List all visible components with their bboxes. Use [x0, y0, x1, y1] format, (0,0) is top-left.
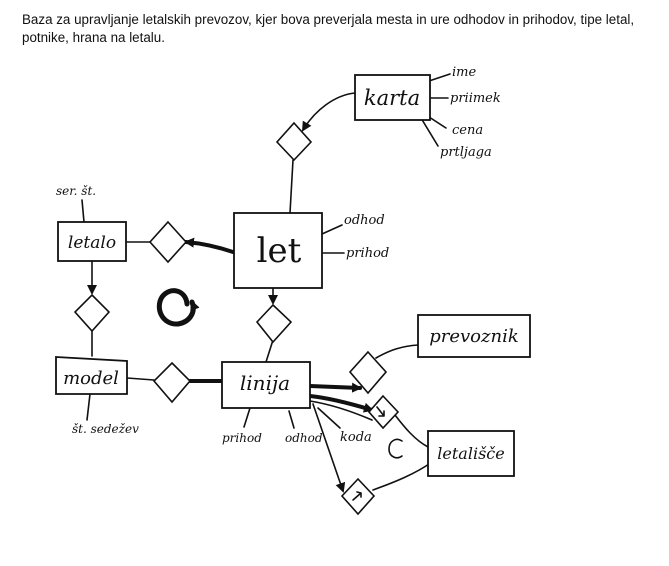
entity-letalisce-box	[427, 430, 515, 477]
let-odhod-line	[321, 224, 343, 235]
linija-letalisce-arrow-1	[308, 394, 374, 413]
relation-let-letalo	[148, 220, 188, 264]
attr-linija-koda: koda	[340, 430, 372, 445]
small-arrow-mark	[376, 406, 385, 417]
linija-odhod-line	[288, 410, 295, 429]
entity-karta-box	[354, 74, 431, 121]
attr-linija-odhod: odhod	[285, 431, 323, 445]
letalo-ser-line	[81, 199, 85, 223]
relation-karta-let	[275, 121, 313, 162]
karta-relation-line	[301, 92, 356, 132]
relation-let-line	[289, 159, 294, 214]
cycle-mark-small	[388, 438, 403, 459]
relation-linija-line	[265, 339, 274, 363]
relation-letalisce-line-1	[394, 414, 429, 448]
let-relation-arrow	[184, 237, 235, 254]
entity-prevoznik-label: prevoznik	[429, 326, 519, 347]
entity-linija-box	[221, 361, 311, 409]
relation-linija-prevoznik	[348, 350, 388, 395]
linija-koda-line	[317, 407, 341, 429]
relation-letalo-model	[73, 293, 111, 333]
entity-karta-label: karta	[364, 86, 420, 110]
entity-let-label: let	[257, 231, 302, 271]
attr-let-odhod: odhod	[344, 213, 385, 228]
relation-model-linija	[152, 361, 192, 404]
relation-letalisce-line-2	[372, 461, 433, 491]
attr-linija-prihod: prihod	[222, 431, 262, 445]
relation-let-linija	[255, 303, 293, 344]
relation-prevoznik-line	[375, 344, 419, 359]
entity-model-label: model	[63, 368, 119, 389]
karta-prtljaga-line	[420, 117, 439, 147]
cycle-mark-large	[156, 288, 200, 327]
attr-karta-priimek: priimek	[450, 91, 501, 106]
attr-model-sedez: št. sedežev	[72, 422, 139, 436]
linija-letalisce-arrow-2	[309, 400, 373, 421]
entity-model-box	[55, 356, 128, 395]
entity-prevoznik-box	[417, 314, 531, 358]
entity-letalo-box	[57, 221, 127, 262]
linija-prevoznik-arrow	[308, 382, 362, 393]
model-sedez-line	[86, 393, 91, 421]
karta-ime-line	[428, 73, 451, 82]
attr-karta-ime: ime	[452, 65, 476, 80]
linija-prihod-line	[243, 407, 251, 428]
attr-karta-cena: cena	[452, 123, 483, 138]
entity-letalisce-label: letališče	[437, 444, 504, 463]
entity-let-box	[233, 212, 323, 289]
entity-letalo-label: letalo	[68, 233, 116, 253]
small-arrow-mark-2	[352, 491, 362, 501]
attr-karta-prtljaga: prtljaga	[440, 145, 492, 160]
task-description: Baza za upravljanje letalskih prevozov, …	[22, 12, 635, 45]
model-relation-line	[126, 377, 155, 381]
entity-linija-label: linija	[240, 371, 290, 395]
attr-let-prihod: prihod	[346, 246, 389, 261]
linija-letalisce-arrow-3	[312, 403, 346, 493]
attr-letalo-ser: ser. št.	[56, 184, 96, 198]
